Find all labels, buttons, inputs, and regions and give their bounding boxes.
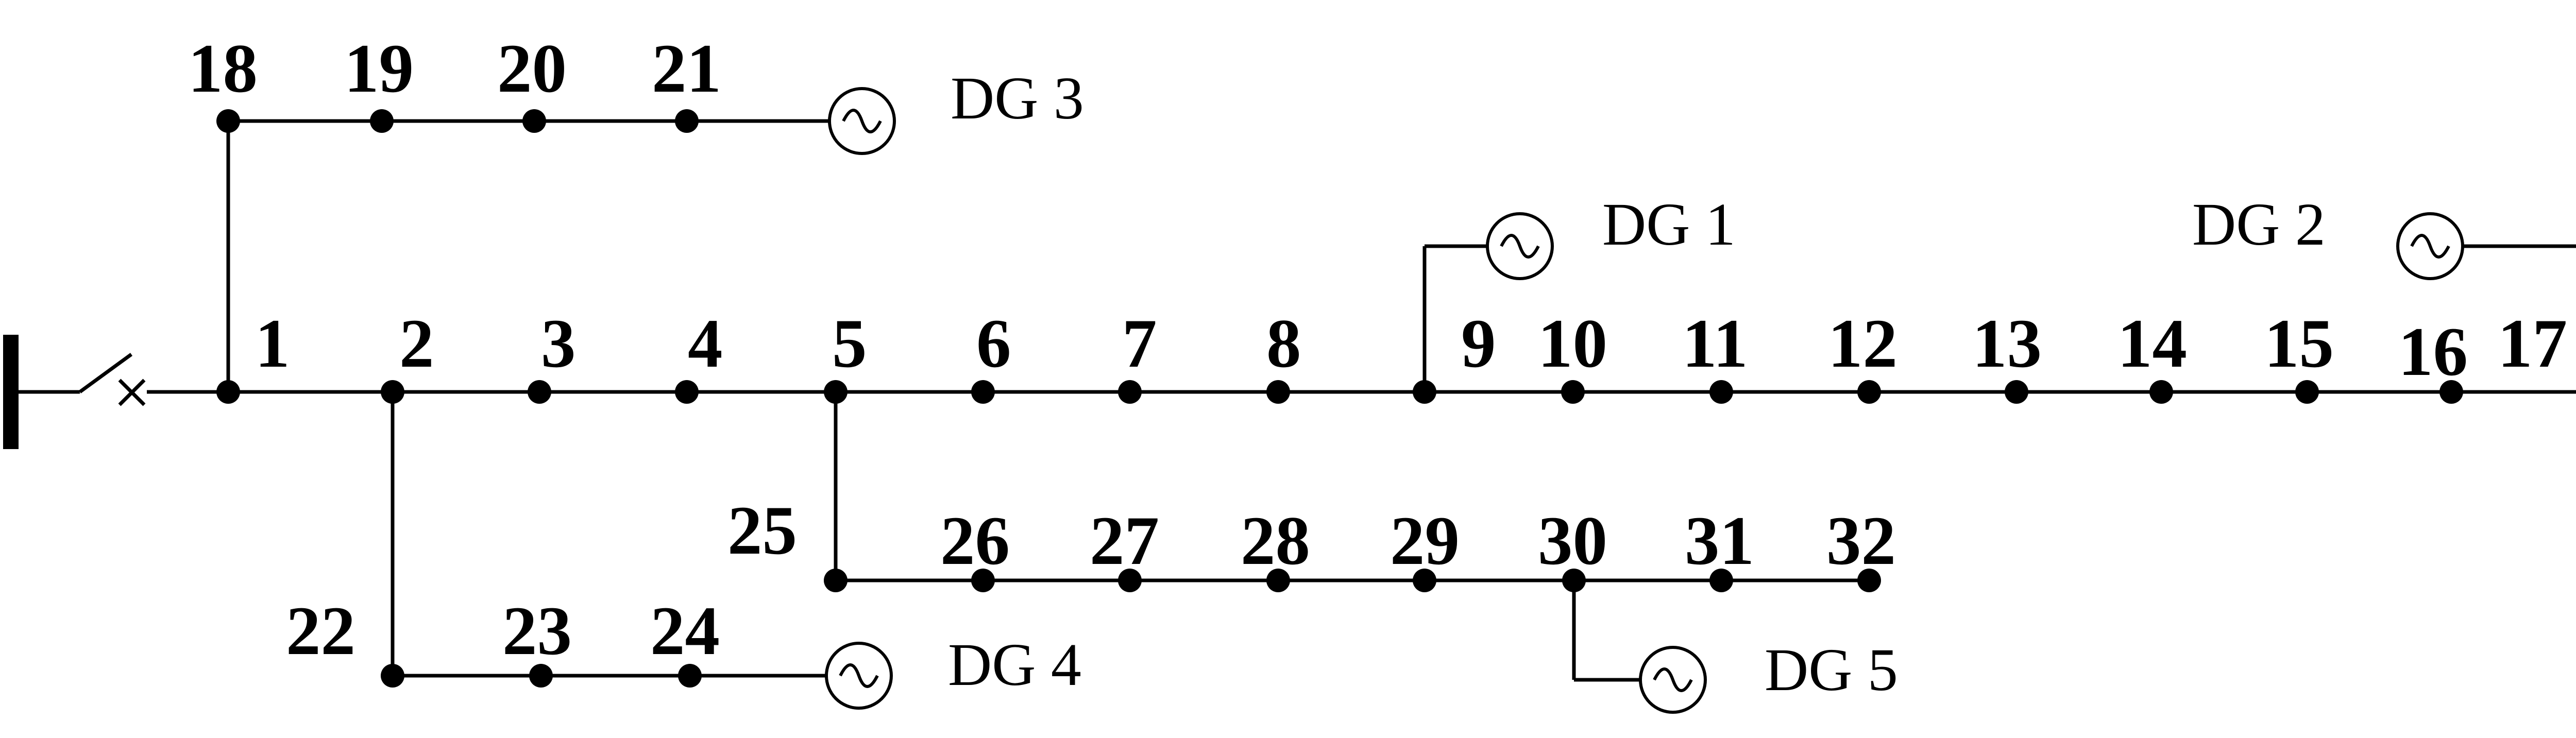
bus-24-dot <box>678 664 702 688</box>
source-busbar <box>3 335 19 449</box>
bus-9-dot <box>1413 380 1436 404</box>
node-label-12: 12 <box>1828 305 1897 382</box>
bus-dots <box>216 109 2463 688</box>
bus-20-dot <box>522 109 546 133</box>
bus-22-dot <box>381 664 404 688</box>
node-label-13: 13 <box>1972 305 2042 382</box>
node-label-7: 7 <box>1122 305 1157 382</box>
bus-15-dot <box>2295 380 2319 404</box>
bus-5-dot <box>824 380 848 404</box>
feeder-lines <box>226 119 2576 682</box>
bus-1-dot <box>216 380 240 404</box>
node-label-31: 31 <box>1685 503 1754 579</box>
dg2-label: DG 2 <box>2192 191 2326 258</box>
node-label-23: 23 <box>502 593 572 670</box>
dg3-generator-icon <box>828 87 896 155</box>
node-label-30: 30 <box>1538 503 1607 579</box>
bus-3-dot <box>528 380 551 404</box>
bus-2-dot <box>381 380 404 404</box>
node-label-9: 9 <box>1461 305 1496 382</box>
node-label-28: 28 <box>1241 503 1310 579</box>
bus-26-dot <box>971 569 995 592</box>
node-label-15: 15 <box>2264 305 2334 382</box>
bus-19-dot <box>370 109 394 133</box>
node-label-25: 25 <box>727 492 797 569</box>
bus-29-dot <box>1413 569 1436 592</box>
node-label-2: 2 <box>399 305 434 382</box>
bus-12-dot <box>1857 380 1881 404</box>
dg5-label: DG 5 <box>1765 636 1898 703</box>
bus-28-dot <box>1266 569 1290 592</box>
node-label-11: 11 <box>1682 305 1748 382</box>
bus-10-dot <box>1561 380 1585 404</box>
node-labels: 1 2 3 4 5 6 7 8 9 10 11 12 13 14 15 16 1… <box>188 30 2567 670</box>
bus-13-dot <box>2005 380 2028 404</box>
bus-7-dot <box>1118 380 1142 404</box>
node-label-21: 21 <box>652 30 721 107</box>
bus-11-dot <box>1709 380 1733 404</box>
node-label-4: 4 <box>688 305 723 382</box>
switch-blade <box>78 353 133 393</box>
bus-4-dot <box>675 380 699 404</box>
bus-25-dot <box>824 569 848 592</box>
node-label-6: 6 <box>976 305 1011 382</box>
bus-21-dot <box>675 109 699 133</box>
node-label-29: 29 <box>1390 503 1460 579</box>
bus-16-dot <box>2439 380 2463 404</box>
dg1-label: DG 1 <box>1602 191 1736 258</box>
node-label-17: 17 <box>2498 305 2567 382</box>
node-label-32: 32 <box>1826 503 1896 579</box>
dg1-generator-icon <box>1486 212 1554 280</box>
node-label-1: 1 <box>255 305 290 382</box>
substation <box>3 335 228 449</box>
bus-14-dot <box>2149 380 2173 404</box>
node-label-24: 24 <box>650 593 720 670</box>
node-label-8: 8 <box>1266 305 1301 382</box>
bus-23-dot <box>529 664 553 688</box>
dg5-generator-icon <box>1639 646 1707 714</box>
node-label-27: 27 <box>1090 503 1159 579</box>
generator-labels: DG 1 DG 2 DG 3 DG 4 DG 5 <box>948 64 2326 703</box>
bus-8-dot <box>1266 380 1290 404</box>
breaker-x-icon <box>118 379 146 406</box>
node-label-14: 14 <box>2117 305 2187 382</box>
node-label-16: 16 <box>2398 314 2468 390</box>
bus-32-dot <box>1857 569 1881 592</box>
dg3-label: DG 3 <box>951 64 1084 132</box>
node-label-10: 10 <box>1538 305 1607 382</box>
dg2-generator-icon <box>2396 212 2464 280</box>
dg4-generator-icon <box>825 642 893 710</box>
bus-27-dot <box>1118 569 1142 592</box>
bus-6-dot <box>971 380 995 404</box>
node-label-18: 18 <box>188 30 258 107</box>
bus-31-dot <box>1709 569 1733 592</box>
node-label-5: 5 <box>832 305 867 382</box>
node-label-19: 19 <box>344 30 414 107</box>
node-label-22: 22 <box>286 593 355 670</box>
dg4-label: DG 4 <box>948 631 1081 698</box>
bus-30-dot <box>1562 569 1586 592</box>
bus-18-dot <box>216 109 240 133</box>
node-label-26: 26 <box>940 503 1010 579</box>
node-label-3: 3 <box>541 305 576 382</box>
node-label-20: 20 <box>497 30 567 107</box>
